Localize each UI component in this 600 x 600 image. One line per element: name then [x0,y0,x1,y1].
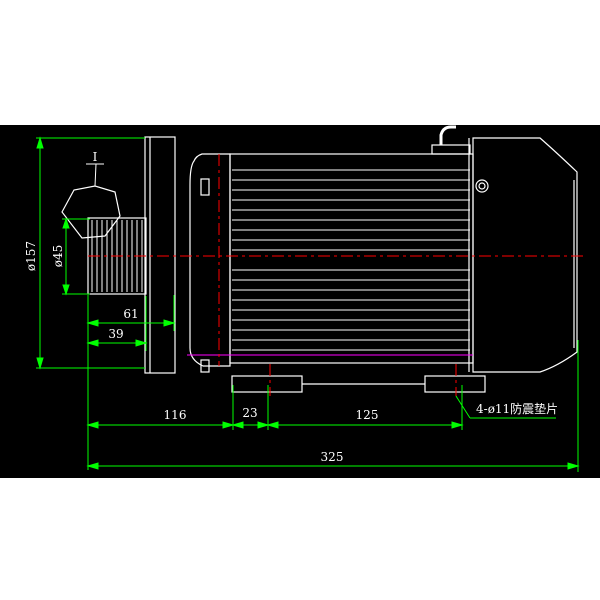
flange-diameter-label: ø157 [24,241,38,271]
shaft-length-61-label: 61 [123,307,138,321]
detail-leader [86,163,104,187]
center-lines [88,154,586,396]
motor-cooling-fins [232,169,470,351]
detail-label-i: I [93,150,98,164]
shaft-length-39-label: 39 [108,327,123,341]
mount-spacing-125-label: 125 [356,408,379,422]
overall-length-label: 325 [321,450,344,464]
shaft-diameter-label: ø45 [51,245,65,268]
dimension-lines [36,136,580,472]
motor-body-outline [61,125,578,393]
mount-hole-note: 4-ø11防震垫片 [476,401,558,416]
cad-drawing-background [0,125,600,478]
base-offset-116-label: 116 [164,408,187,422]
mount-width-23-label: 23 [242,406,257,420]
